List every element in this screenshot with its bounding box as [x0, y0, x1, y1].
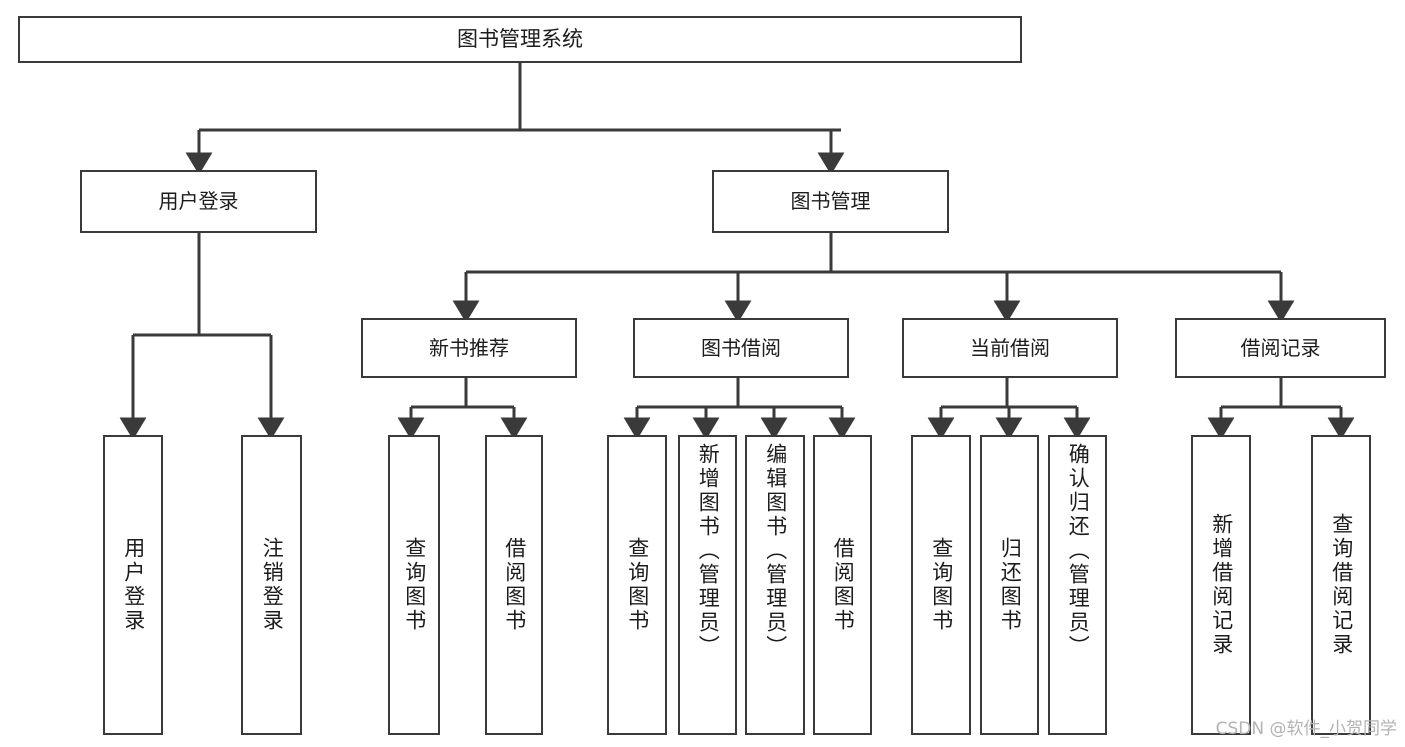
node-label: 借阅图书: [831, 537, 856, 633]
node-label: 确认归还（管理员）: [1066, 443, 1091, 659]
node-label: 当前借阅: [970, 335, 1050, 360]
leaf-borrow-book[interactable]: 借阅图书: [813, 435, 872, 735]
node-label: 借阅图书: [502, 537, 527, 633]
node-user-login[interactable]: 用户登录: [80, 170, 317, 233]
node-label: 归还图书: [998, 537, 1023, 633]
node-label: 查询借阅记录: [1329, 513, 1354, 657]
leaf-return-book[interactable]: 归还图书: [980, 435, 1039, 735]
node-label: 注销登录: [260, 537, 285, 633]
node-label: 新增借阅记录: [1209, 513, 1234, 657]
node-label: 用户登录: [158, 189, 239, 214]
node-label: 用户登录: [121, 537, 146, 633]
node-label: 图书管理系统: [457, 26, 583, 51]
node-label: 查询图书: [402, 537, 427, 633]
node-label: 图书借阅: [701, 335, 781, 360]
node-label: 借阅记录: [1240, 335, 1321, 360]
node-new-book-recommend[interactable]: 新书推荐: [361, 318, 577, 378]
node-label: 编辑图书（管理员）: [763, 443, 788, 659]
leaf-borrow-query-book[interactable]: 查询图书: [607, 435, 667, 735]
node-label: 图书管理: [790, 189, 871, 214]
node-book-borrow[interactable]: 图书借阅: [633, 318, 849, 378]
node-label: 查询图书: [625, 537, 650, 633]
leaf-current-query-book[interactable]: 查询图书: [911, 435, 971, 735]
leaf-add-borrow-record[interactable]: 新增借阅记录: [1191, 435, 1251, 735]
node-root-system[interactable]: 图书管理系统: [18, 16, 1022, 63]
leaf-edit-book-admin[interactable]: 编辑图书（管理员）: [745, 435, 805, 735]
leaf-new-book-borrow[interactable]: 借阅图书: [485, 435, 543, 735]
leaf-user-login[interactable]: 用户登录: [103, 435, 163, 735]
node-label: 新增图书（管理员）: [696, 443, 721, 659]
node-label: 查询图书: [929, 537, 954, 633]
leaf-add-book-admin[interactable]: 新增图书（管理员）: [678, 435, 737, 735]
leaf-new-book-query[interactable]: 查询图书: [388, 435, 440, 735]
node-borrow-record[interactable]: 借阅记录: [1175, 318, 1386, 378]
leaf-confirm-return-admin[interactable]: 确认归还（管理员）: [1048, 435, 1107, 735]
node-book-management[interactable]: 图书管理: [712, 170, 949, 233]
node-label: 新书推荐: [429, 335, 509, 360]
leaf-user-logout[interactable]: 注销登录: [241, 435, 302, 735]
node-current-borrow[interactable]: 当前借阅: [902, 318, 1118, 378]
leaf-query-borrow-record[interactable]: 查询借阅记录: [1311, 435, 1371, 735]
